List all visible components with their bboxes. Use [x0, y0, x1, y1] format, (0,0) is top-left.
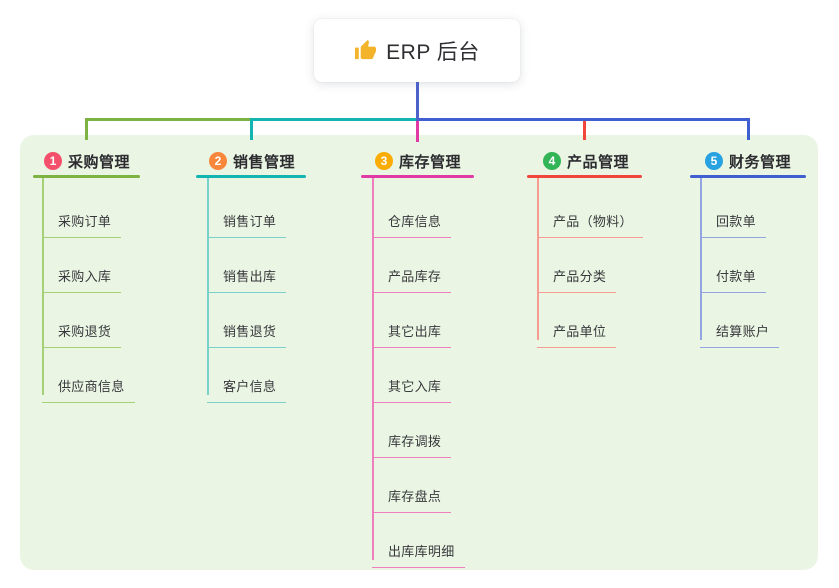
- child-node[interactable]: 销售退货: [207, 312, 287, 348]
- branch5-drop-line: [746, 121, 750, 140]
- child-node-label: 其它出库: [388, 324, 442, 339]
- child-node-label: 结算账户: [716, 324, 770, 339]
- branch-5-label: 财务管理: [729, 153, 792, 171]
- child-node[interactable]: 产品分类: [537, 257, 617, 293]
- branch-node-2[interactable]: 2 销售管理: [209, 151, 295, 171]
- child-node[interactable]: 付款单: [700, 257, 766, 293]
- thumbs-up-icon: [355, 39, 377, 60]
- branch-3-label: 库存管理: [399, 153, 462, 171]
- child-node[interactable]: 结算账户: [700, 312, 780, 348]
- branch-5-children-line: [700, 178, 702, 340]
- child-node-label: 库存盘点: [388, 489, 442, 504]
- branch-node-4[interactable]: 4 产品管理: [543, 151, 629, 171]
- root-node-label: ERP 后台: [386, 40, 480, 64]
- branch-5-number-badge: 5: [705, 152, 723, 170]
- child-node[interactable]: 出库库明细: [372, 532, 465, 568]
- child-node[interactable]: 供应商信息: [42, 367, 135, 403]
- child-node-label: 其它入库: [388, 379, 442, 394]
- child-node-label: 采购订单: [58, 214, 112, 229]
- child-node[interactable]: 销售出库: [207, 257, 287, 293]
- child-node-label: 销售订单: [223, 214, 277, 229]
- branch-1-underline: [33, 175, 140, 178]
- branches-panel: [20, 135, 818, 570]
- branch-2-children-line: [207, 178, 209, 395]
- child-node-label: 产品单位: [553, 324, 607, 339]
- root-connector-line: [416, 82, 419, 121]
- child-node-label: 产品库存: [388, 269, 442, 284]
- branch-3-children-line: [372, 178, 374, 560]
- child-node-label: 库存调拨: [388, 434, 442, 449]
- branch3-drop-line: [416, 121, 419, 142]
- child-node[interactable]: 其它出库: [372, 312, 452, 348]
- branch-4-underline: [527, 175, 642, 178]
- child-node-label: 产品（物料）: [553, 214, 633, 229]
- child-node[interactable]: 仓库信息: [372, 202, 452, 238]
- child-node-label: 客户信息: [223, 379, 277, 394]
- branch-2-number-badge: 2: [209, 152, 227, 170]
- branch1-trunk-line: [85, 118, 250, 121]
- child-node[interactable]: 产品单位: [537, 312, 617, 348]
- branch-1-label: 采购管理: [68, 153, 131, 171]
- branch-3-underline: [361, 175, 474, 178]
- child-node-label: 供应商信息: [58, 379, 125, 394]
- branch-2-label: 销售管理: [233, 153, 296, 171]
- branch5-trunk-line: [419, 118, 750, 121]
- branch-3-number-badge: 3: [375, 152, 393, 170]
- child-node[interactable]: 采购退货: [42, 312, 122, 348]
- branch-node-3[interactable]: 3 库存管理: [375, 151, 461, 171]
- branch-2-underline: [196, 175, 306, 178]
- branch1-drop-line: [85, 121, 88, 140]
- branch2-drop-line: [249, 121, 253, 140]
- branch-1-number-badge: 1: [44, 152, 62, 170]
- branch4-drop-line: [583, 121, 586, 140]
- child-node-label: 仓库信息: [388, 214, 442, 229]
- branch-4-label: 产品管理: [567, 153, 630, 171]
- child-node[interactable]: 销售订单: [207, 202, 287, 238]
- child-node[interactable]: 库存调拨: [372, 422, 452, 458]
- child-node[interactable]: 采购订单: [42, 202, 122, 238]
- child-node-label: 付款单: [716, 269, 756, 284]
- child-node[interactable]: 库存盘点: [372, 477, 452, 513]
- child-node[interactable]: 采购入库: [42, 257, 122, 293]
- child-node-label: 产品分类: [553, 269, 607, 284]
- child-node-label: 回款单: [716, 214, 756, 229]
- child-node[interactable]: 产品（物料）: [537, 202, 643, 238]
- child-node-label: 采购入库: [58, 269, 112, 284]
- root-node[interactable]: ERP 后台: [314, 19, 520, 82]
- child-node-label: 出库库明细: [388, 544, 455, 559]
- branch2-trunk-line: [249, 118, 416, 121]
- branch-5-underline: [690, 175, 806, 178]
- branch-node-1[interactable]: 1 采购管理: [44, 151, 130, 171]
- child-node[interactable]: 其它入库: [372, 367, 452, 403]
- branch-1-children-line: [42, 178, 44, 395]
- child-node[interactable]: 产品库存: [372, 257, 452, 293]
- child-node-label: 销售出库: [223, 269, 277, 284]
- branch-node-5[interactable]: 5 财务管理: [705, 151, 791, 171]
- child-node-label: 销售退货: [223, 324, 277, 339]
- branch-4-children-line: [537, 178, 539, 340]
- branch-4-number-badge: 4: [543, 152, 561, 170]
- child-node[interactable]: 客户信息: [207, 367, 287, 403]
- child-node-label: 采购退货: [58, 324, 112, 339]
- child-node[interactable]: 回款单: [700, 202, 766, 238]
